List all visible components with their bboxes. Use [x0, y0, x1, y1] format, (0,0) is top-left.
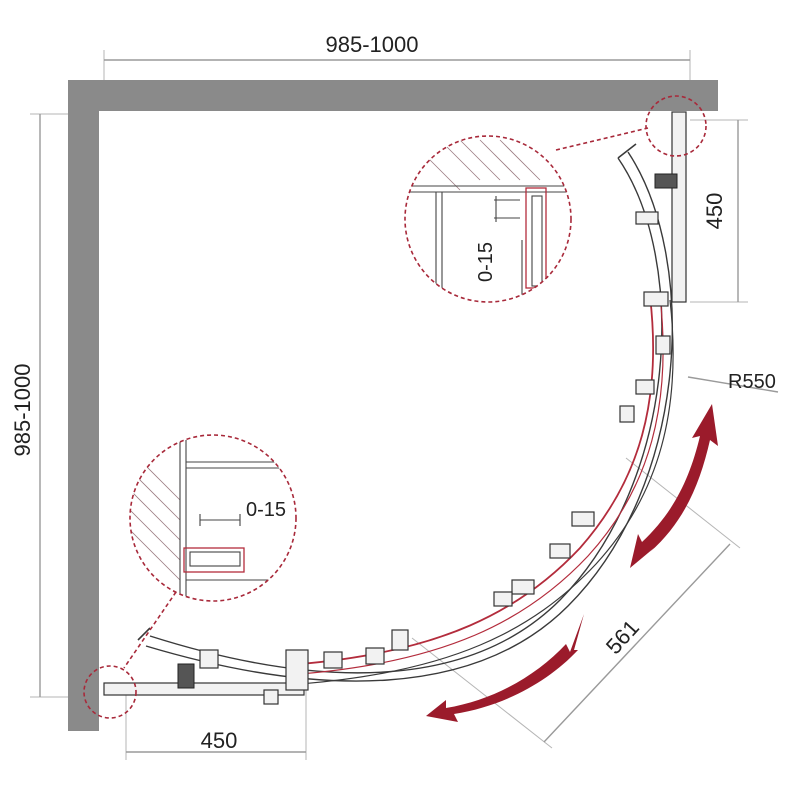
right-offset-dimension: 450: [690, 119, 748, 303]
roller: [391, 629, 409, 651]
diagonal-dimension: 561: [411, 457, 741, 749]
callout-markers: [83, 95, 707, 719]
walls: [68, 80, 718, 731]
roller: [263, 689, 279, 705]
left-detail-view: 0-15: [129, 434, 297, 602]
side-wall: [68, 80, 99, 731]
roller: [323, 651, 343, 669]
top-callout-leader: [555, 127, 649, 151]
inner-profile-arc-2: [299, 295, 664, 675]
back-wall: [68, 80, 718, 111]
outer-glass-arc-2: [145, 151, 673, 682]
left-detail-background: [130, 435, 296, 601]
roller: [571, 511, 595, 527]
lower-slide-arrow: [426, 614, 584, 722]
top-detail-view: 0-15: [404, 135, 572, 303]
left-panel-end: [137, 627, 151, 641]
roller: [549, 543, 571, 559]
roller: [619, 405, 635, 423]
roller: [199, 649, 219, 669]
diagonal-label: 561: [601, 615, 644, 659]
top-width-dimension: 985-1000: [103, 32, 691, 80]
top-callout-marker: [645, 95, 707, 157]
right-wall-profile: [671, 111, 687, 303]
left-height-dimension: 985-1000: [10, 113, 68, 698]
upper-slide-arrow: [630, 404, 718, 568]
radius-label: R550: [728, 371, 776, 393]
roller: [635, 379, 655, 395]
top-detail-border: [404, 135, 572, 303]
top-panel-end: [617, 143, 637, 159]
bottom-offset-label: 450: [201, 728, 238, 753]
wall-profiles: [103, 111, 687, 696]
right-offset-label: 450: [702, 193, 727, 230]
door-hardware: [177, 173, 678, 705]
roller: [635, 211, 659, 225]
top-bracket: [654, 173, 678, 189]
inner-profile-arc: [299, 295, 655, 665]
left-callout-marker: [83, 665, 137, 719]
left-callout-leader: [123, 591, 177, 669]
bottom-clamp: [177, 663, 195, 689]
roller: [365, 647, 385, 665]
roller: [511, 579, 535, 595]
roller: [655, 335, 671, 355]
bottom-offset-dimension: 450: [125, 690, 307, 760]
curved-glass-panels: [137, 143, 674, 685]
left-detail-gap-label: 0-15: [246, 499, 286, 521]
movement-arrows: [426, 404, 718, 722]
top-width-label: 985-1000: [326, 32, 419, 57]
inner-glass-arc: [299, 299, 674, 685]
top-detail-background: [405, 136, 571, 302]
roller: [493, 591, 513, 607]
roller: [643, 291, 669, 307]
left-detail-border: [129, 434, 297, 602]
bottom-bracket: [285, 649, 309, 691]
radius-dimension: R550: [687, 371, 779, 393]
left-height-label: 985-1000: [10, 364, 35, 457]
top-detail-gap-label: 0-15: [475, 242, 497, 282]
